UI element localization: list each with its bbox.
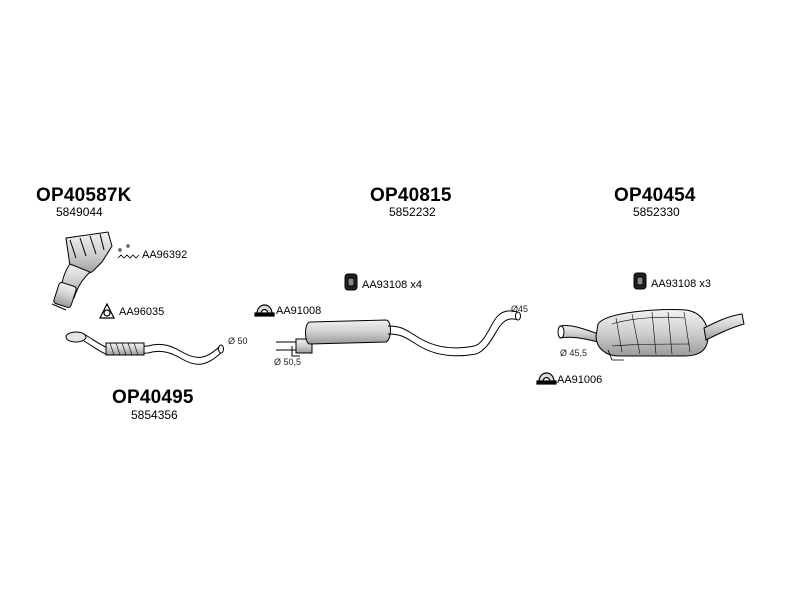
- part-number-rear: 5852330: [633, 205, 680, 219]
- accessory-label-aa91006: AA91006: [557, 374, 603, 386]
- front-pipe-icon: [65, 331, 224, 365]
- rubber-mount-icon: [344, 273, 358, 291]
- part-code-rear: OP40454: [614, 185, 696, 206]
- dimension-label-d45: Ø45: [511, 304, 529, 314]
- rear-silencer-icon: [557, 309, 745, 361]
- part-code-manifold: OP40587K: [36, 185, 132, 206]
- dimension-label-d45-5: Ø 45,5: [560, 348, 588, 358]
- accessory-label-aa93108-x3: AA93108 x3: [651, 278, 711, 290]
- accessory-label-aa96392: AA96392: [142, 249, 188, 261]
- rubber-mount-icon: [633, 272, 647, 290]
- dimension-label-d50-5: Ø 50,5: [274, 357, 302, 367]
- part-number-manifold: 5849044: [56, 205, 103, 219]
- middle-silencer-icon: [276, 310, 521, 357]
- catalytic-manifold-icon: [51, 231, 113, 311]
- gasket-icon: [99, 302, 115, 319]
- dimension-label-d50: Ø 50: [228, 336, 248, 346]
- part-code-front-pipe: OP40495: [112, 387, 194, 408]
- clamp-icon: [536, 372, 557, 385]
- accessory-label-aa91008: AA91008: [276, 305, 322, 317]
- part-number-front-pipe: 5854356: [131, 408, 178, 422]
- part-code-middle: OP40815: [370, 185, 452, 206]
- part-number-middle: 5852232: [389, 205, 436, 219]
- spring-icon: [117, 244, 140, 259]
- accessory-label-aa96035: AA96035: [119, 306, 165, 318]
- clamp-icon: [254, 304, 275, 317]
- accessory-label-aa93108-x4: AA93108 x4: [362, 279, 422, 291]
